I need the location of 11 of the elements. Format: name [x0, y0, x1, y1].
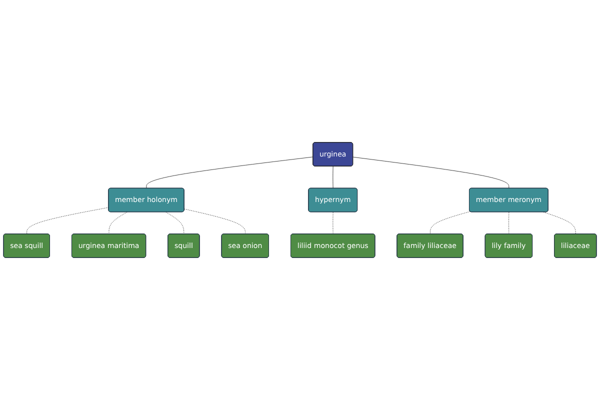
- connector: [166, 212, 184, 234]
- connector: [352, 156, 510, 189]
- connector: [508, 212, 510, 234]
- connector: [543, 212, 576, 234]
- connector: [332, 166, 334, 189]
- connector: [26, 207, 109, 234]
- connector: [332, 212, 334, 234]
- connector: [430, 211, 470, 234]
- connector: [108, 212, 128, 234]
- connector: [146, 156, 314, 189]
- connector: [184, 208, 246, 234]
